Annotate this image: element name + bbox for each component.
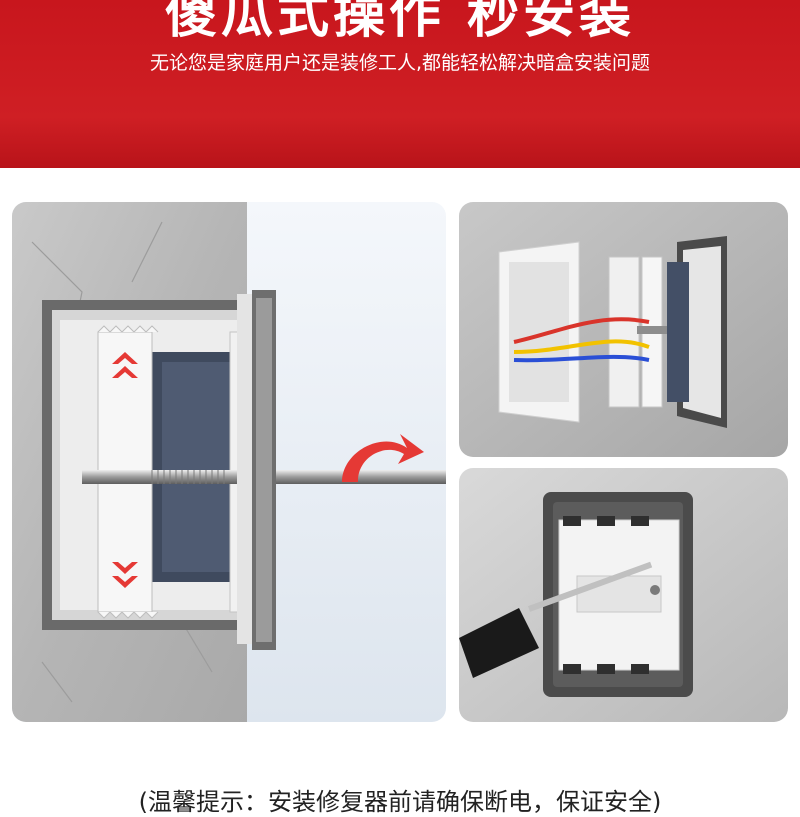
wiring-illustration-panel bbox=[459, 202, 788, 457]
repair-clamp bbox=[608, 256, 640, 408]
rotate-arrow-icon bbox=[342, 434, 424, 482]
blue-wire bbox=[513, 354, 650, 363]
up-arrow-icon bbox=[112, 352, 138, 378]
yellow-wire bbox=[513, 339, 650, 354]
down-arrow-icon bbox=[112, 562, 138, 588]
installation-illustration bbox=[12, 202, 446, 722]
subtitle: 无论您是家庭用户还是装修工人,都能轻松解决暗盒安装问题 bbox=[149, 52, 651, 74]
red-wire bbox=[513, 317, 650, 344]
screwdriver-illustration bbox=[459, 468, 788, 722]
screwdriver-shaft bbox=[527, 561, 653, 612]
installation-illustration-panel bbox=[12, 202, 446, 722]
screwdriver-handle bbox=[459, 608, 539, 678]
screwdriver-illustration-panel bbox=[459, 468, 788, 722]
headline: 傻瓜式操作 秒安装 bbox=[164, 0, 636, 45]
wiring-illustration bbox=[459, 202, 788, 457]
header-banner: 傻瓜式操作 秒安装 无论您是家庭用户还是装修工人,都能轻松解决暗盒安装问题 bbox=[0, 0, 800, 168]
